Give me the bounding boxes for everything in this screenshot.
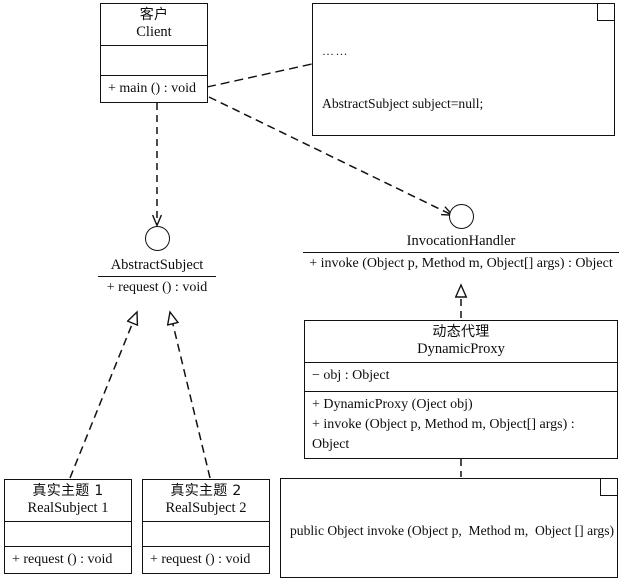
lollipop-circle-icon <box>144 226 170 251</box>
edge-realsubject1-to-abstractsubject <box>69 312 137 479</box>
interface-abstract-subject-name: AbstractSubject <box>98 257 216 278</box>
class-dynamic-proxy-operations: + DynamicProxy (Oject obj) + invoke (Obj… <box>305 392 617 458</box>
lollipop-circle-icon <box>448 204 474 229</box>
interface-abstract-subject[interactable]: AbstractSubject + request () : void <box>98 226 216 298</box>
class-real-subject-1-name-en: RealSubject 1 <box>27 500 109 517</box>
class-client-operations: + main () : void <box>108 81 196 97</box>
class-real-subject-2-header: 真实主题 2 RealSubject 2 <box>143 480 269 523</box>
class-real-subject-1-operations: + request () : void <box>12 552 113 568</box>
edge-client-to-code-note <box>206 63 313 88</box>
class-client-attributes <box>101 46 207 77</box>
interface-abstract-subject-operation: + request () : void <box>106 280 208 296</box>
class-real-subject-2[interactable]: 真实主题 2 RealSubject 2 + request () : void <box>142 479 270 575</box>
note-fold-diagonal-icon <box>598 4 614 20</box>
note-fold-diagonal-icon <box>601 479 617 495</box>
class-real-subject-1-attributes <box>5 522 131 548</box>
class-real-subject-2-name-en: RealSubject 2 <box>165 500 247 517</box>
class-real-subject-1[interactable]: 真实主题 1 RealSubject 1 + request () : void <box>4 479 132 575</box>
class-dynamic-proxy[interactable]: 动态代理 DynamicProxy − obj : Object + Dynam… <box>304 320 618 459</box>
class-dynamic-proxy-name-cn: 动态代理 <box>432 324 490 340</box>
edge-realsubject2-to-abstractsubject <box>170 312 211 479</box>
note-client-code: …… AbstractSubject subject=null; Invocat… <box>312 3 615 136</box>
note-client-code-line-0: …… <box>322 44 349 59</box>
class-real-subject-1-name-cn: 真实主题 1 <box>32 483 104 499</box>
class-real-subject-2-attributes <box>143 522 269 548</box>
class-client-name-en: Client <box>136 24 172 41</box>
interface-invocation-handler-operation: + invoke (Object p, Method m, Object[] a… <box>309 256 613 272</box>
interface-invocation-handler[interactable]: InvocationHandler + invoke (Object p, Me… <box>303 204 619 274</box>
class-client-header: 客户 Client <box>101 4 207 47</box>
class-real-subject-2-operations: + request () : void <box>150 552 251 568</box>
class-dynamic-proxy-operation-2: + invoke (Object p, Method m, Object[] a… <box>312 417 575 453</box>
class-dynamic-proxy-name-en: DynamicProxy <box>417 341 505 358</box>
interface-invocation-handler-name: InvocationHandler <box>303 233 619 254</box>
class-dynamic-proxy-operation-1: + DynamicProxy (Oject obj) <box>312 397 473 413</box>
class-dynamic-proxy-header: 动态代理 DynamicProxy <box>305 321 617 364</box>
class-real-subject-2-name-cn: 真实主题 2 <box>170 483 242 499</box>
class-dynamic-proxy-attributes: − obj : Object <box>305 363 617 393</box>
note-proxy-code: public Object invoke (Object p, Method m… <box>280 478 618 578</box>
class-client[interactable]: 客户 Client + main () : void <box>100 3 208 104</box>
note-client-code-line-1: AbstractSubject subject=null; <box>322 96 484 112</box>
class-real-subject-1-header: 真实主题 1 RealSubject 1 <box>5 480 131 523</box>
class-client-name-cn: 客户 <box>139 7 169 23</box>
note-proxy-code-line-0: public Object invoke (Object p, Method m… <box>290 522 615 538</box>
